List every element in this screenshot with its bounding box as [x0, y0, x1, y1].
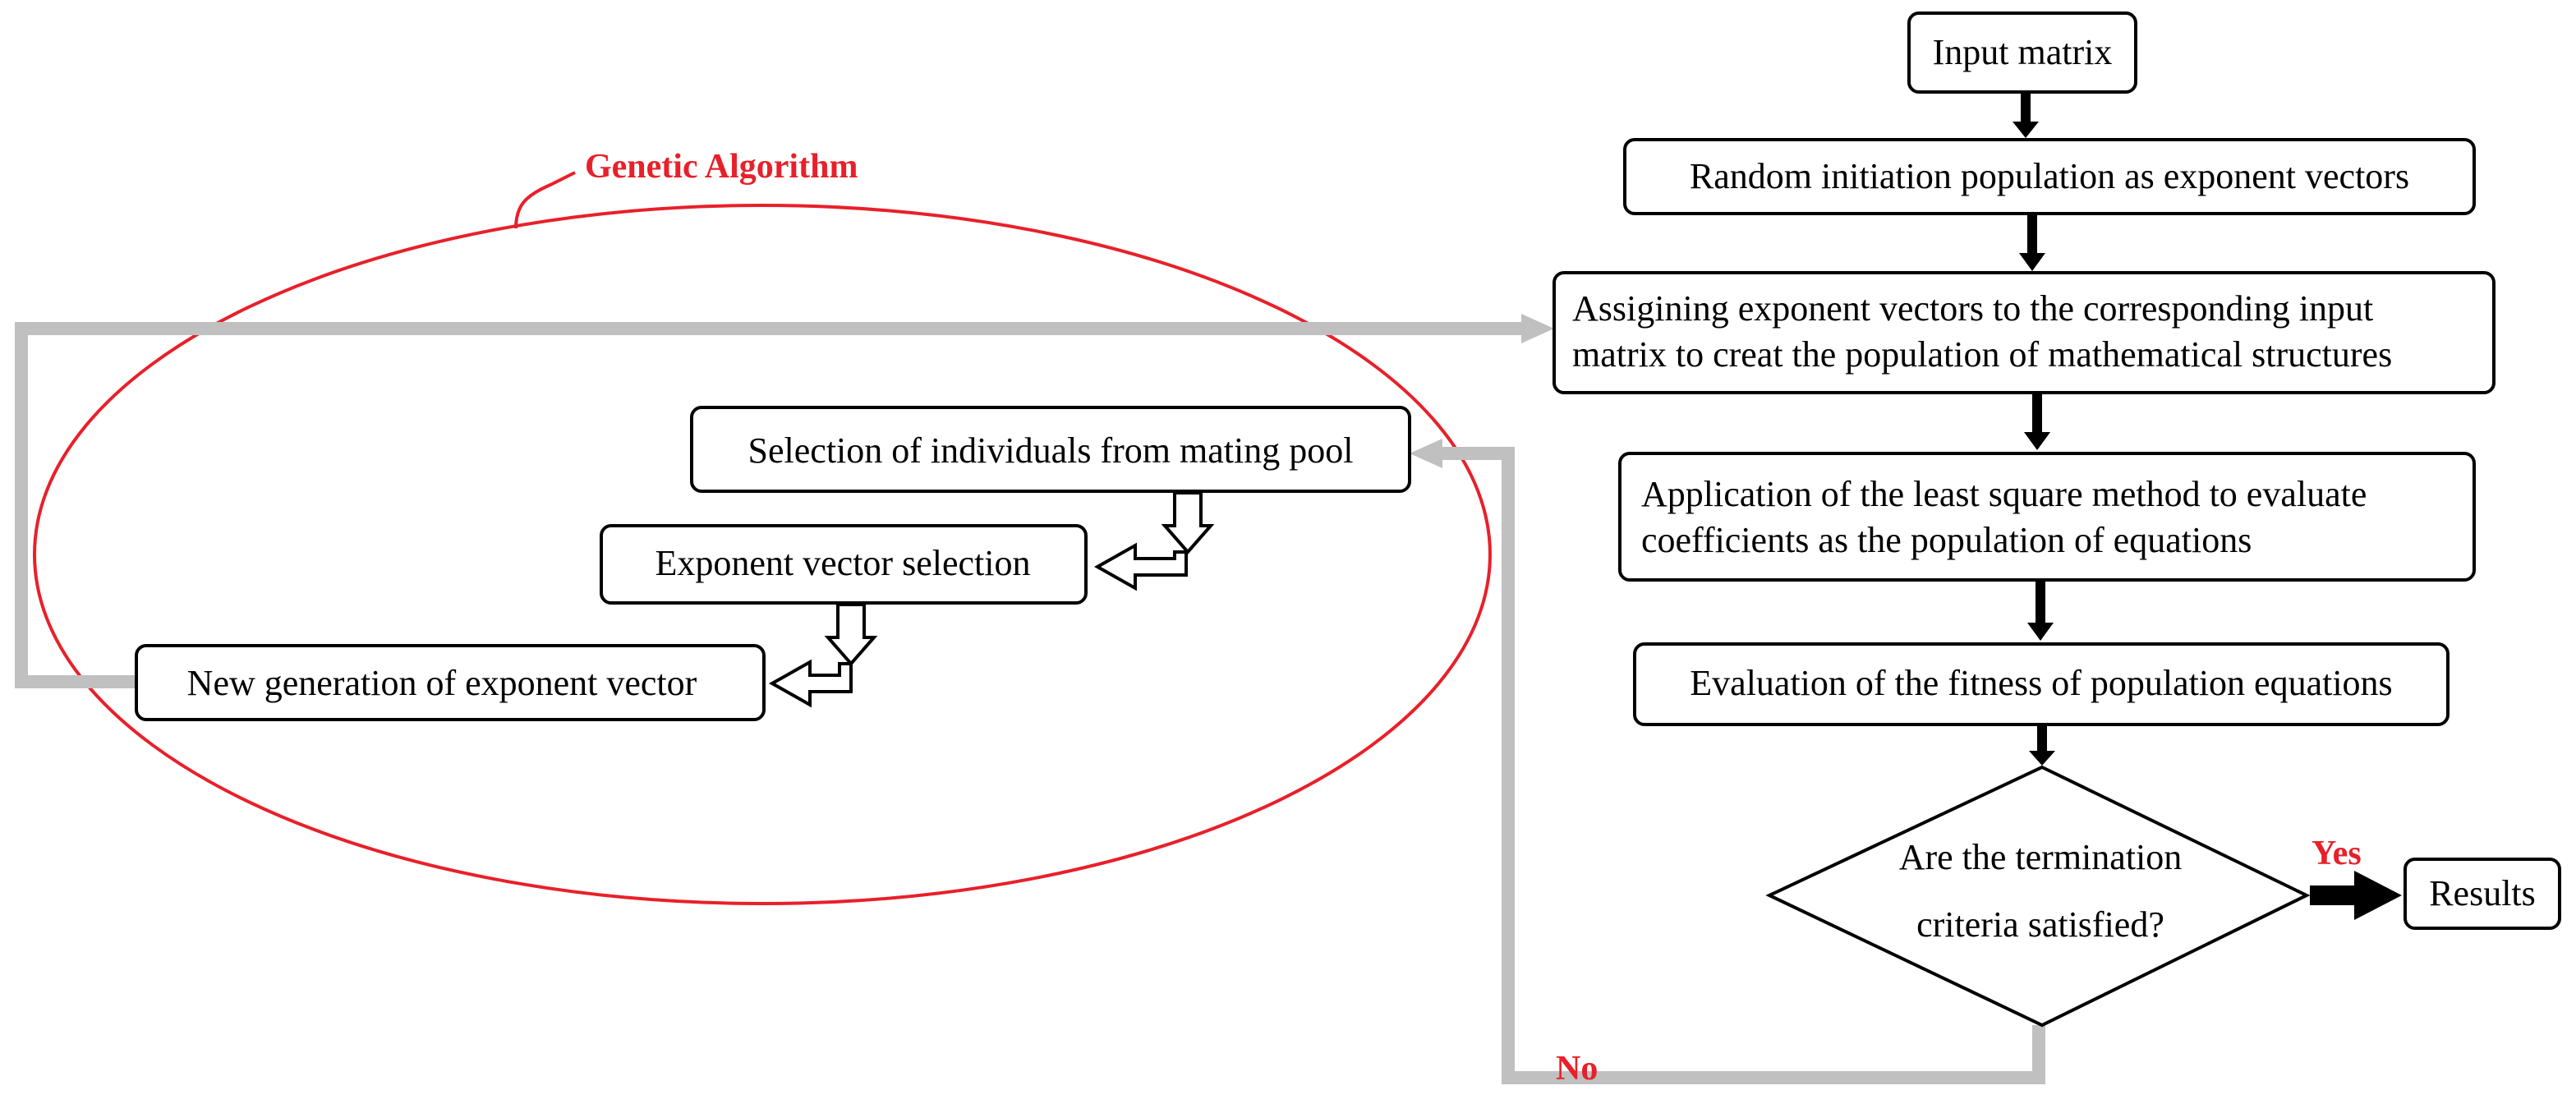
no-label: No — [1556, 1050, 1598, 1088]
svg-text:coefficients as the population: coefficients as the population of equati… — [1641, 520, 2252, 560]
node-results: Results — [2404, 858, 2561, 930]
node-least-square: Application of the least square method t… — [1618, 452, 2476, 582]
node-fitness-evaluation: Evaluation of the fitness of population … — [1633, 642, 2450, 726]
svg-text:Application of the least squar: Application of the least square method t… — [1641, 474, 2367, 514]
svg-text:Selection of individuals from: Selection of individuals from mating poo… — [748, 430, 1354, 471]
node-random-initiation: Random initiation population as exponent… — [1623, 138, 2476, 215]
svg-text:matrix to creat the population: matrix to creat the population of mathem… — [1572, 334, 2392, 375]
svg-text:criteria satisfied?: criteria satisfied? — [1916, 904, 2164, 945]
svg-text:Assigining exponent vectors to: Assigining exponent vectors to the corre… — [1572, 288, 2373, 329]
node-input-matrix: Input matrix — [1907, 12, 2137, 94]
yes-label: Yes — [2312, 835, 2362, 872]
svg-text:Exponent vector selection: Exponent vector selection — [656, 543, 1031, 583]
node-new-generation: New generation of exponent vector — [135, 644, 766, 721]
svg-text:Are the termination: Are the termination — [1899, 837, 2183, 877]
svg-text:New generation of exponent vec: New generation of exponent vector — [187, 663, 697, 703]
node-selection-mating-pool: Selection of individuals from mating poo… — [690, 406, 1411, 493]
genetic-algorithm-label: Genetic Algorithm — [585, 148, 858, 186]
svg-text:Input matrix: Input matrix — [1933, 32, 2113, 72]
node-assign-exponent-vectors: Assigining exponent vectors to the corre… — [1552, 271, 2496, 394]
hollow-arrow-exponent-to-newgen — [768, 603, 878, 708]
svg-text:Results: Results — [2429, 873, 2536, 913]
feedback-arrowhead — [1521, 314, 1554, 343]
svg-text:Evaluation of the fitness of p: Evaluation of the fitness of population … — [1690, 663, 2392, 703]
svg-text:Random initiation population a: Random initiation population as exponent… — [1690, 156, 2409, 196]
yes-arrow — [2310, 871, 2402, 920]
genetic-algorithm-ellipse — [33, 204, 1492, 905]
feedback-connector-to-assign — [15, 322, 1521, 688]
node-exponent-vector-selection: Exponent vector selection — [600, 524, 1088, 605]
no-branch-arrowhead — [1410, 439, 1442, 468]
genetic-algorithm-callout — [514, 171, 576, 229]
no-branch-connector — [1442, 447, 2045, 1084]
main-flow-arrows — [2012, 94, 2055, 766]
node-termination-decision: Are the termination criteria satisfied? — [1765, 765, 2311, 1028]
hollow-arrow-selection-to-exponent — [1093, 491, 1215, 591]
